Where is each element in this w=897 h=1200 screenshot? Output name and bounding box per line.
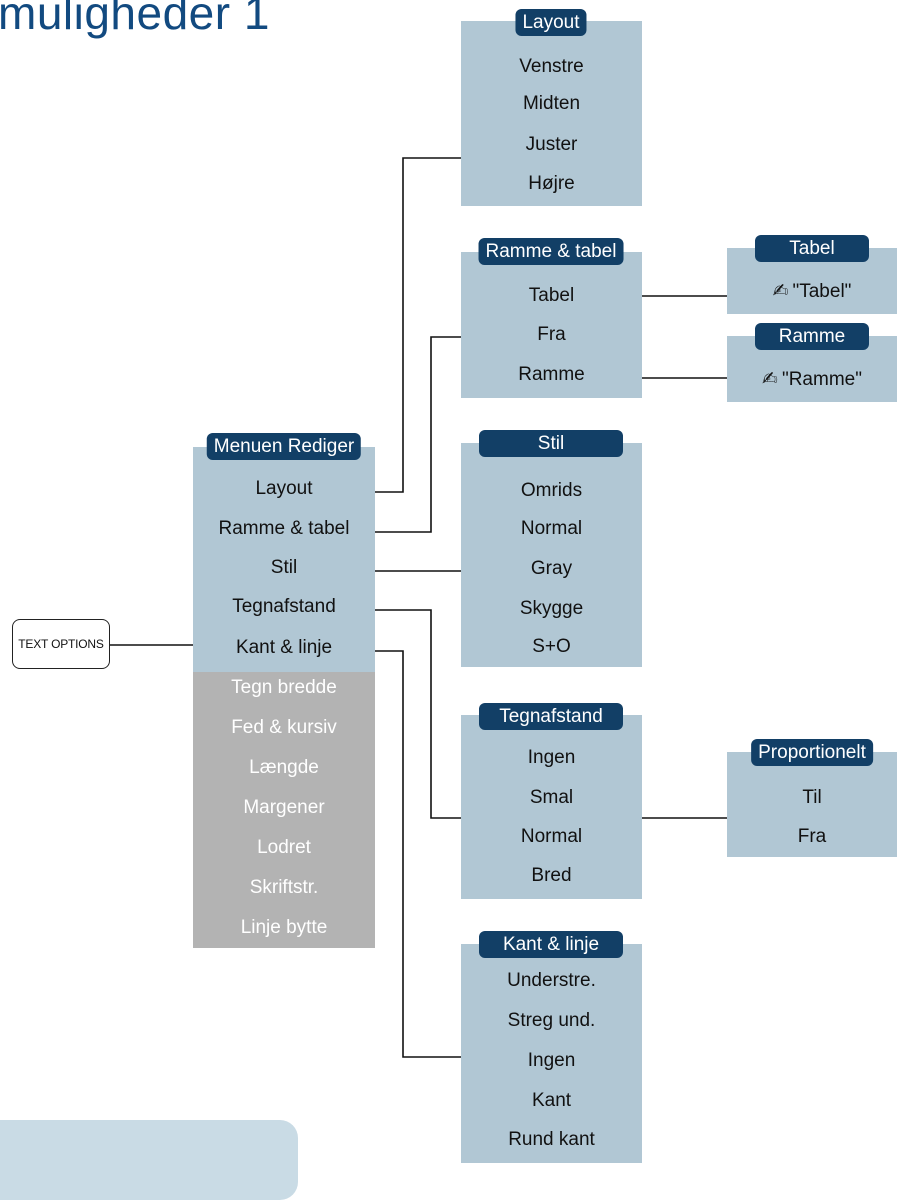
hand-pointer-icon: ✍ bbox=[772, 281, 789, 302]
edit-menu-header: Menuen Rediger bbox=[206, 433, 362, 460]
edit-menu-item-layout[interactable]: Layout bbox=[255, 478, 313, 499]
frame-table-item-table[interactable]: Tabel bbox=[528, 285, 575, 306]
edit-menu: Layout Ramme & tabel Stil Tegnafstand Ka… bbox=[193, 447, 375, 672]
spacing-menu-header: Tegnafstand bbox=[479, 703, 623, 730]
layout-item-center[interactable]: Midten bbox=[522, 93, 581, 114]
style-menu: Omrids Normal Gray Skygge S+O bbox=[461, 443, 642, 667]
edit-menu-item-style[interactable]: Stil bbox=[270, 557, 298, 578]
proportional-menu: Til Fra bbox=[727, 752, 897, 857]
disabled-item-char-width: Tegn bredde bbox=[231, 677, 337, 698]
border-line-item-none[interactable]: Ingen bbox=[527, 1050, 576, 1071]
disabled-item-margins: Margener bbox=[243, 797, 325, 818]
table-input-item[interactable]: ✍"Tabel" bbox=[727, 272, 897, 312]
spacing-item-normal[interactable]: Normal bbox=[520, 826, 583, 847]
border-line-item-round-border[interactable]: Rund kant bbox=[508, 1129, 595, 1150]
border-line-menu-header: Kant & linje bbox=[479, 931, 623, 958]
frame-table-item-off[interactable]: Fra bbox=[537, 324, 566, 345]
style-item-outline[interactable]: Omrids bbox=[520, 480, 583, 501]
spacing-menu: Ingen Smal Normal Bred bbox=[461, 715, 642, 899]
frame-input-label: "Ramme" bbox=[781, 369, 862, 390]
border-line-item-underline[interactable]: Understre. bbox=[507, 970, 596, 991]
info-panel bbox=[0, 1120, 298, 1200]
style-item-normal[interactable]: Normal bbox=[520, 518, 583, 539]
layout-menu-header: Layout bbox=[515, 9, 587, 36]
layout-menu: Venstre Midten Juster Højre bbox=[461, 21, 642, 206]
connector-lines bbox=[108, 157, 727, 1058]
edit-menu-item-frame-table[interactable]: Ramme & tabel bbox=[218, 518, 350, 539]
style-item-shadow[interactable]: Skygge bbox=[519, 598, 584, 619]
page-title: muligheder 1 bbox=[0, 0, 270, 39]
border-line-menu: Understre. Streg und. Ingen Kant Rund ka… bbox=[461, 944, 642, 1163]
disabled-item-vertical: Lodret bbox=[257, 837, 311, 858]
proportional-menu-header: Proportionelt bbox=[751, 739, 873, 766]
frame-menu-header: Ramme bbox=[755, 323, 869, 350]
disabled-item-length: Længde bbox=[249, 757, 319, 778]
edit-menu-item-border-line[interactable]: Kant & linje bbox=[235, 637, 333, 658]
edit-menu-disabled-items: Tegn bredde Fed & kursiv Længde Margener… bbox=[193, 672, 375, 948]
style-item-shadow-outline[interactable]: S+O bbox=[532, 636, 571, 657]
proportional-item-on[interactable]: Til bbox=[802, 787, 822, 808]
border-line-item-border[interactable]: Kant bbox=[531, 1090, 572, 1111]
disabled-item-font-size: Skriftstr. bbox=[249, 877, 319, 898]
table-input-label: "Tabel" bbox=[792, 281, 852, 302]
spacing-item-none[interactable]: Ingen bbox=[527, 747, 576, 768]
disabled-item-line-break: Linje bytte bbox=[240, 917, 328, 938]
border-line-item-strikethrough[interactable]: Streg und. bbox=[507, 1010, 596, 1031]
spacing-item-narrow[interactable]: Smal bbox=[529, 787, 574, 808]
frame-table-item-frame[interactable]: Ramme bbox=[518, 364, 585, 385]
style-menu-header: Stil bbox=[479, 430, 623, 457]
edit-menu-item-spacing[interactable]: Tegnafstand bbox=[232, 596, 336, 617]
frame-input-item[interactable]: ✍"Ramme" bbox=[727, 360, 897, 400]
frame-table-menu: Tabel Fra Ramme bbox=[461, 252, 642, 398]
disabled-item-bold-italic: Fed & kursiv bbox=[231, 717, 337, 738]
table-menu-header: Tabel bbox=[755, 235, 869, 262]
spacing-item-wide[interactable]: Bred bbox=[531, 865, 572, 886]
text-options-button[interactable]: TEXT OPTIONS bbox=[12, 619, 110, 669]
layout-item-left[interactable]: Venstre bbox=[519, 56, 584, 77]
style-item-gray[interactable]: Gray bbox=[530, 558, 573, 579]
proportional-item-off[interactable]: Fra bbox=[797, 826, 827, 847]
layout-item-justify[interactable]: Juster bbox=[525, 134, 578, 155]
layout-item-right[interactable]: Højre bbox=[528, 173, 575, 194]
frame-table-menu-header: Ramme & tabel bbox=[478, 238, 624, 265]
hand-pointer-icon: ✍ bbox=[762, 369, 778, 390]
